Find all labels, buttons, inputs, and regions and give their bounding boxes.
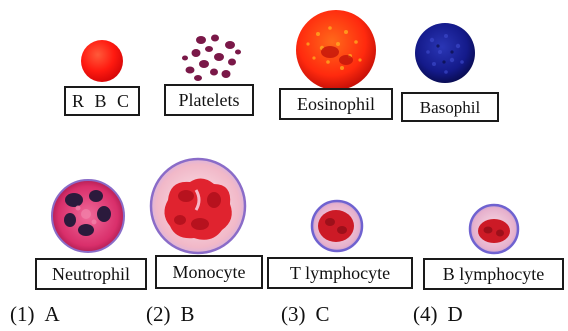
basophil-cell-icon — [415, 23, 475, 83]
option-number: (2) — [146, 302, 171, 326]
option-letter: A — [45, 302, 60, 326]
eosinophil-cell-icon — [296, 10, 376, 90]
option-2[interactable]: (2) B — [146, 300, 195, 328]
option-number: (3) — [281, 302, 306, 326]
platelets-label: Platelets — [164, 84, 254, 116]
neutrophil-label: Neutrophil — [35, 258, 147, 290]
option-1[interactable]: (1) A — [10, 300, 60, 328]
monocyte-label: Monocyte — [155, 255, 263, 289]
option-number: (1) — [10, 302, 35, 326]
option-letter: C — [316, 302, 330, 326]
t-lymphocyte-label: T lymphocyte — [267, 257, 413, 289]
neutrophil-cell-icon — [52, 180, 124, 252]
option-3[interactable]: (3) C — [281, 300, 330, 328]
monocyte-cell-icon — [151, 159, 245, 253]
b-lymphocyte-cell-icon — [470, 205, 518, 253]
option-number: (4) — [413, 302, 438, 326]
rbc-label: R B C — [64, 86, 140, 116]
option-4[interactable]: (4) D — [413, 300, 463, 328]
rbc-cell-icon — [81, 40, 123, 82]
option-letter: B — [181, 302, 195, 326]
t-lymphocyte-cell-icon — [312, 201, 362, 251]
option-letter: D — [448, 302, 463, 326]
b-lymphocyte-label: B lymphocyte — [423, 258, 564, 290]
basophil-label: Basophil — [401, 92, 499, 122]
eosinophil-label: Eosinophil — [279, 88, 393, 120]
platelets-icon — [182, 35, 241, 82]
